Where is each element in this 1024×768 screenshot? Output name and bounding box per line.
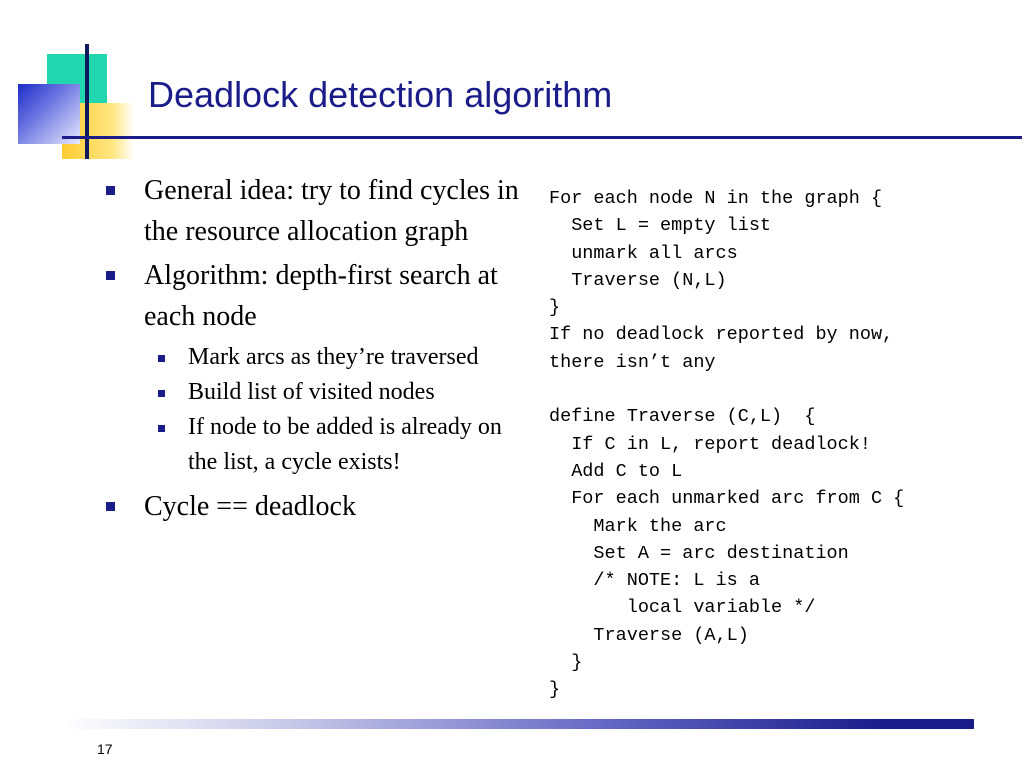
bullet-text: Algorithm: depth-first search at each no…	[144, 260, 498, 332]
sub-bullet-item: If node to be added is already on the li…	[106, 410, 536, 480]
bullet-text: Cycle == deadlock	[144, 491, 356, 522]
sub-bullet-item: Mark arcs as they’re traversed	[106, 340, 536, 375]
code-line: local variable */	[549, 597, 816, 619]
bullet-item: Cycle == deadlock	[106, 486, 536, 527]
code-line: For each unmarked arc from C {	[549, 488, 905, 510]
title-underline-rule	[62, 136, 1022, 139]
code-line: If C in L, report deadlock!	[549, 433, 871, 455]
code-line: Mark the arc	[549, 515, 727, 537]
footer-gradient-bar	[60, 719, 974, 729]
code-line: Set A = arc destination	[549, 542, 849, 564]
code-line: there isn’t any	[549, 351, 716, 373]
bullet-item: Algorithm: depth-first search at each no…	[106, 255, 536, 337]
sub-bullet-item: Build list of visited nodes	[106, 375, 536, 410]
blue-square-decoration	[18, 84, 80, 144]
pseudocode-block: For each node N in the graph { Set L = e…	[549, 185, 904, 704]
code-line: Traverse (N,L)	[549, 269, 727, 291]
code-line: For each node N in the graph {	[549, 188, 883, 209]
sub-bullet-list: Mark arcs as they’re traversed Build lis…	[106, 340, 536, 480]
bullet-item: General idea: try to find cycles in the …	[106, 170, 536, 252]
bullet-text: General idea: try to find cycles in the …	[144, 175, 519, 247]
bullet-list: General idea: try to find cycles in the …	[106, 170, 536, 530]
sub-bullet-square-icon	[158, 390, 165, 397]
vertical-rule	[85, 44, 89, 159]
slide-page-number: 17	[97, 741, 113, 757]
code-line: unmark all arcs	[549, 242, 738, 264]
bullet-square-icon	[106, 271, 115, 280]
code-line: Add C to L	[549, 460, 683, 482]
bullet-square-icon	[106, 186, 115, 195]
code-line: Traverse (A,L)	[549, 624, 749, 646]
sub-bullet-text: Mark arcs as they’re traversed	[188, 344, 479, 370]
code-line: define Traverse (C,L) {	[549, 406, 816, 428]
code-line: Set L = empty list	[549, 215, 772, 237]
sub-bullet-text: Build list of visited nodes	[188, 379, 435, 405]
sub-bullet-square-icon	[158, 425, 165, 432]
code-line: If no deadlock reported by now,	[549, 324, 894, 346]
sub-bullet-square-icon	[158, 355, 165, 362]
bullet-square-icon	[106, 502, 115, 511]
sub-bullet-text: If node to be added is already on the li…	[188, 414, 502, 475]
slide-title: Deadlock detection algorithm	[148, 74, 613, 115]
slide-logo-decoration	[0, 0, 140, 170]
code-line: }	[549, 679, 561, 701]
code-line: }	[549, 652, 583, 674]
code-line: }	[549, 297, 561, 319]
code-line: /* NOTE: L is a	[549, 570, 760, 592]
